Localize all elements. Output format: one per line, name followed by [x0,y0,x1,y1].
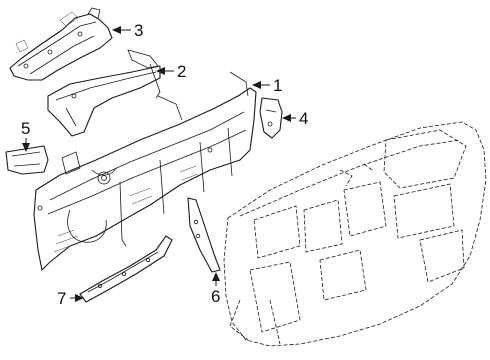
callout-1-label: 1 [273,76,282,95]
callout-3-label: 3 [134,21,143,40]
bracket-part-2 [47,49,161,137]
bracket-part-3 [9,7,113,81]
callout-6-label: 6 [211,287,220,306]
cross-car-beam-part-1 [33,71,257,271]
instrument-panel-outline [223,121,487,347]
callout-4-label: 4 [299,109,308,128]
callout-5-label: 5 [21,119,30,138]
callout-7-label: 7 [57,289,66,308]
callout-2-label: 2 [177,62,186,81]
callout-leaders [22,26,296,302]
rail-bracket-part-7 [79,235,173,303]
bracket-part-5 [5,145,49,175]
support-part-6 [187,197,221,273]
bracket-part-4 [259,97,283,139]
